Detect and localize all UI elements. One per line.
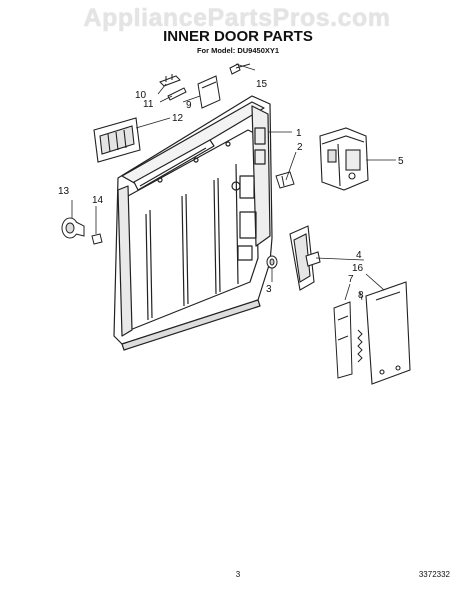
callout-13: 13 [58,186,70,197]
page-number: 3 [235,570,241,579]
part-13-knob [61,217,85,239]
part-9-bracket [197,75,221,109]
document-number: 3372332 [418,570,450,579]
callout-15: 15 [256,79,268,90]
callout-11: 11 [143,99,154,110]
part-16-side-panel [365,281,411,385]
part-10-clip [159,74,181,87]
part-3-bumper [266,255,278,269]
callout-12: 12 [172,113,184,124]
callout-2: 2 [297,142,303,153]
callout-14: 14 [92,195,104,206]
part-14-nut [91,233,103,245]
model-subtitle: For Model: DU9450XY1 [196,46,280,55]
callout-5: 5 [398,156,404,167]
watermark: AppliancePartsPros.com [83,4,391,32]
leader-lines [71,63,396,301]
part-5-dispenser [319,127,369,191]
callout-16: 16 [352,263,364,274]
part-12-handle-insert [93,117,141,163]
callout-7: 7 [348,274,354,285]
part-8-spring [357,329,363,363]
callout-4: 4 [356,250,362,261]
callout-8: 8 [358,290,364,301]
callout-10: 10 [135,90,147,101]
part-2-latch-pin [275,171,295,189]
part-11-clip [167,87,187,101]
callout-1: 1 [296,128,302,139]
part-4-door-latch [289,225,321,291]
inner-door-panel [113,95,273,351]
callout-9: 9 [186,100,192,111]
callout-3: 3 [266,284,272,295]
diagram-title: INNER DOOR PARTS [163,28,313,45]
part-7-link [333,301,353,379]
